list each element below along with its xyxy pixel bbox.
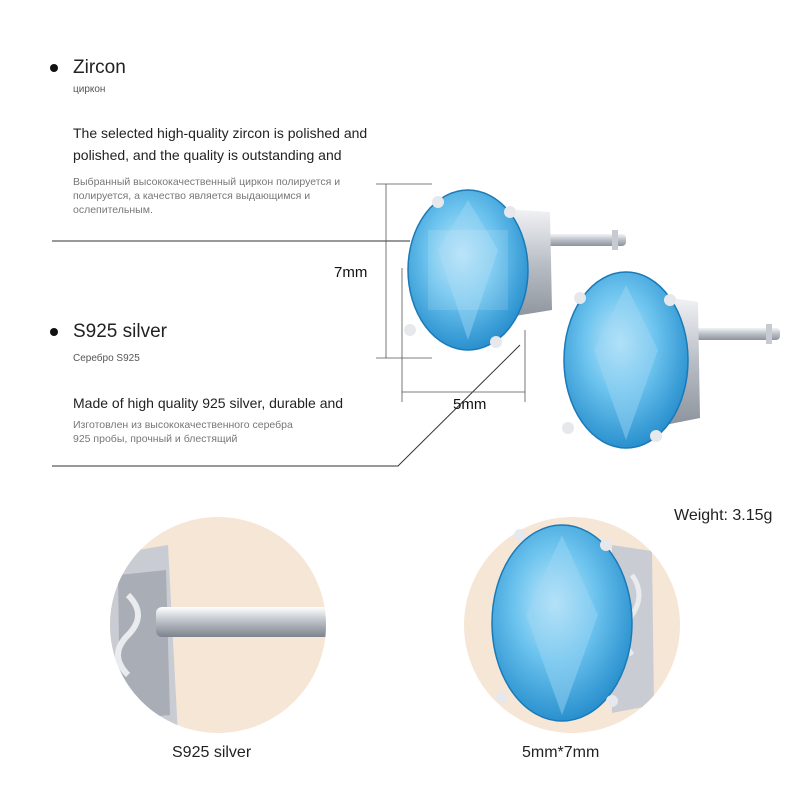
- width-label: 5mm: [453, 396, 487, 413]
- silver-desc-ru-line1: Изготовлен из высококачественного серебр…: [73, 419, 293, 431]
- caption-silver: S925 silver: [172, 744, 252, 761]
- zircon-desc-ru-line1: Выбранный высококачественный циркон поли…: [73, 176, 341, 188]
- detail-silver-circle: [110, 517, 326, 733]
- caption-size: 5mm*7mm: [522, 744, 600, 761]
- silver-bullet: [50, 328, 58, 336]
- silver-leader-line: [52, 344, 521, 467]
- zircon-description: The selected high-quality zircon is poli…: [73, 122, 413, 166]
- zircon-desc-ru-line2: полируется, а качество является выдающим…: [73, 190, 311, 202]
- silver-desc-line1: Made of high quality 925 silver, durable…: [73, 395, 344, 411]
- silver-title: S925 silver: [73, 321, 167, 342]
- leader-lines: [52, 183, 526, 467]
- silver-description-ru: Изготовлен из высококачественного серебр…: [73, 418, 393, 446]
- zircon-title-ru: циркон: [73, 84, 106, 95]
- silver-title-ru: Серебро S925: [73, 353, 140, 364]
- earring-front: [562, 271, 780, 449]
- silver-desc-ru-line2: 925 пробы, прочный и блестящий: [73, 433, 238, 445]
- detail-gem-circle: [464, 517, 680, 733]
- zircon-desc-line1: The selected high-quality zircon is poli…: [73, 125, 368, 141]
- zircon-description-ru: Выбранный высококачественный циркон поли…: [73, 175, 393, 217]
- height-label: 7mm: [334, 264, 368, 281]
- silver-description: Made of high quality 925 silver, durable…: [73, 392, 393, 414]
- earrings-illustration: [404, 189, 780, 449]
- weight-label: Weight: 3.15g: [674, 507, 773, 524]
- zircon-bullet: [50, 64, 58, 72]
- earring-back: [404, 189, 626, 351]
- zircon-title: Zircon: [73, 57, 126, 78]
- zircon-desc-line2: polished, and the quality is outstanding…: [73, 147, 342, 163]
- zircon-desc-ru-line3: ослепительным.: [73, 204, 153, 216]
